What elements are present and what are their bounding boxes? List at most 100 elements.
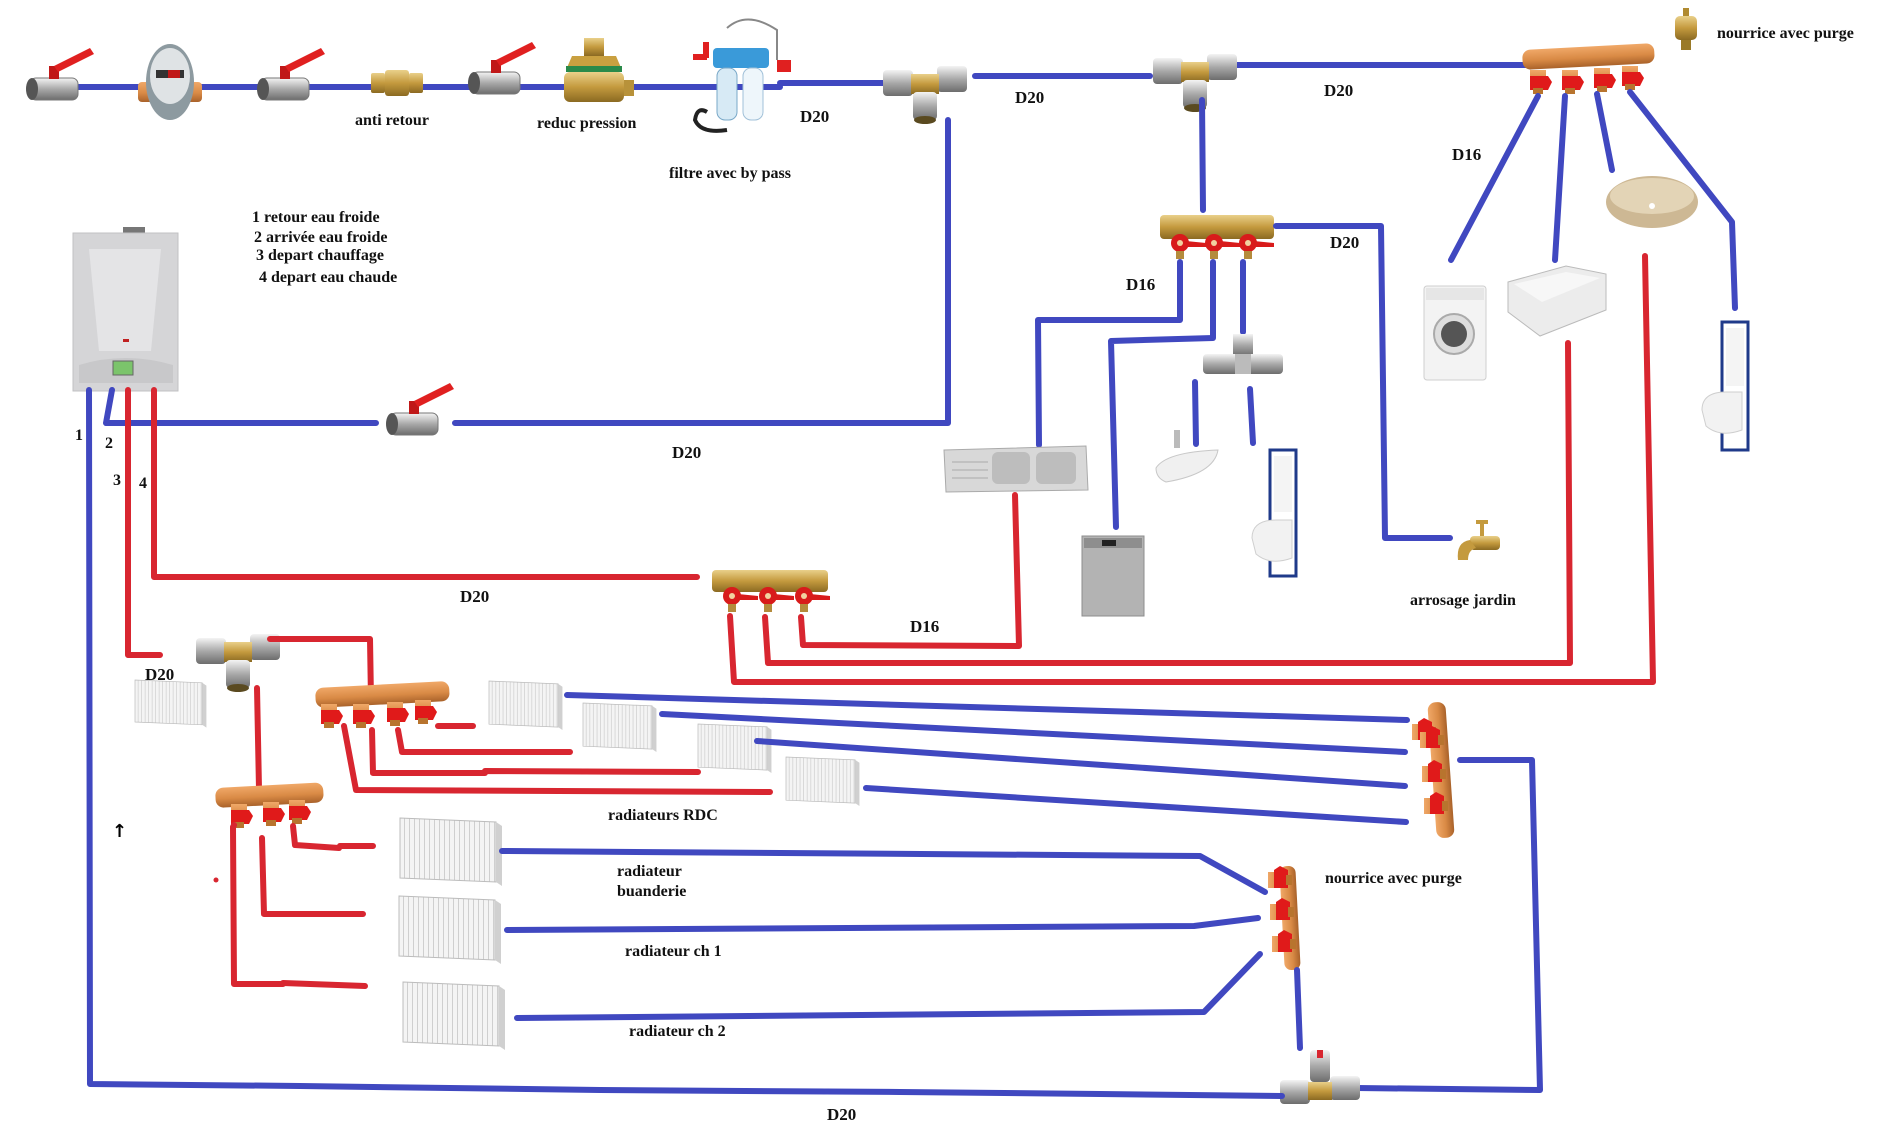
pipe-rdc-return-1 [564,692,1410,723]
pipe-size-label: D20 [145,665,174,684]
port-number-2: 2 [105,435,113,452]
boiler-legend-2: 2 arrivée eau froide [254,229,387,246]
wall-hung-toilet-icon [1251,448,1298,578]
radiator-icon [402,981,506,1051]
main-ball-valve-icon[interactable] [25,47,95,101]
radiator-icon [399,817,503,887]
nourrice-avec-purge-label: nourrice avec purge [1325,870,1462,887]
pipe-ch1-feed [259,835,366,917]
dishwasher-icon [1081,535,1145,617]
vessel-basin-icon [1606,176,1698,228]
pipe-rdc-return-4 [863,785,1409,825]
filtre-label: filtre avec by pass [669,165,791,182]
pex-tee-icon [1153,54,1237,112]
pipe-size-label: D16 [910,617,939,636]
boiler-legend-3: 3 depart chauffage [256,247,384,264]
radiateur-buanderie-label-1: radiateur [617,863,682,880]
radiateur-ch2-label: radiateur ch 2 [629,1023,726,1040]
brass-manifold-icon [712,570,830,612]
cold-manifold-top-right: nourrice avec purge D16 [1423,8,1854,452]
pipe-size-label: D20 [1324,81,1353,100]
pex-tee-icon [883,66,967,124]
pipe-rdc-return-3 [754,738,1408,789]
pipe-garden-tap [1273,223,1453,541]
pipe-heating-upstairs-feed [254,685,262,792]
anti-retour-label: anti retour [355,112,429,129]
pipe-washing-machine [1448,93,1541,263]
pipe-rdc-2 [395,727,573,755]
pipe-hot-basin [727,253,1656,685]
return-manifold-rdc-icon [1412,702,1455,838]
pipe-ch2-feed [230,822,368,989]
pipe-manifold-feed [1199,97,1206,213]
pipe-rdc-3 [369,727,701,776]
copper-manifold-icon [215,782,324,828]
pipe-toilet-mid [1247,386,1256,446]
pipe-basin [1594,91,1615,173]
pipe-hot-sink [798,492,1022,649]
boiler-cold-feed: D20 [103,117,951,462]
garden-tap-icon [1457,520,1500,560]
pipe-rdc-return-main [1354,757,1543,1093]
boiler-legend-4: 4 depart eau chaude [259,269,397,286]
pipe-size-label: D16 [1452,145,1481,164]
red-dot-mark [213,877,219,883]
radiator-icon [697,723,772,774]
pipe-buanderie-return [499,848,1268,895]
pipe-heating-rdc-feed [267,636,374,703]
corner-basin-icon [1155,430,1219,483]
copper-manifold-icon [1522,43,1655,94]
filter-bypass-icon [692,18,791,133]
radiator-icon [785,756,860,807]
pipe-hot-shower [762,340,1573,666]
boiler-icon [72,227,179,392]
nourrice-avec-purge-label: nourrice avec purge [1717,25,1854,42]
pipe-rdc-return-2 [659,711,1408,755]
supply-line: anti retour reduc pression filtre avec b… [25,18,1533,182]
pipe-basin-corner [1192,379,1199,447]
pipe-buanderie-feed [290,823,376,851]
pipe-upstairs-return [1294,967,1303,1051]
return-manifold-upstairs-icon [1268,866,1301,970]
pipe-rdc-4 [341,723,773,795]
radiateur-buanderie-label-2: buanderie [617,883,686,900]
pipe-ch1-return [504,915,1261,933]
shower-tray-icon [1507,265,1607,337]
port-number-4: 4 [139,475,147,492]
pex-tee-icon [196,634,280,692]
pipe-boiler-cold-supply [452,117,951,426]
hot-water-network: D20 D16 [151,253,1656,685]
port-number-1: 1 [75,427,83,444]
pipe-kitchen-sink [1035,259,1183,448]
port-number-3: 3 [113,472,121,489]
arrosage-jardin-label: arrosage jardin [1410,592,1516,609]
radiateur-ch1-label: radiateur ch 1 [625,943,722,960]
radiator-icon [398,895,502,965]
ball-valve-icon[interactable] [256,47,326,101]
up-arrow-icon: ↑ [112,821,127,842]
pipe-size-label: D20 [460,587,489,606]
pipe-size-label: D20 [800,107,829,126]
check-valve-icon [371,70,423,96]
boiler-ball-valve-icon[interactable] [385,382,455,436]
kitchen-sink-icon [943,445,1089,493]
pipe-heating-feed [125,387,163,658]
copper-manifold-icon [315,681,450,728]
radiator-icon [134,679,207,728]
pipe-boiler-cold-in [103,387,379,426]
water-meter-icon [138,44,202,120]
boiler: 1 retour eau froide 2 arrivée eau froide… [72,209,397,492]
pipe-size-label: D20 [1015,88,1044,107]
air-purge-icon [1675,8,1697,50]
wall-hung-toilet-icon [1701,320,1750,452]
pressure-reducer-icon [564,38,634,102]
pex-tee-icon [1203,334,1283,374]
brass-manifold-icon [1160,215,1274,259]
boiler-legend-1: 1 retour eau froide [252,209,380,226]
pipe-ch2-return [514,951,1263,1021]
cold-manifold-mid: D20 D16 [943,97,1516,617]
pex-tee-icon [1280,1050,1360,1104]
radiator-icon [582,702,657,753]
radiator-icon [488,680,563,731]
reduc-pression-label: reduc pression [537,115,637,132]
